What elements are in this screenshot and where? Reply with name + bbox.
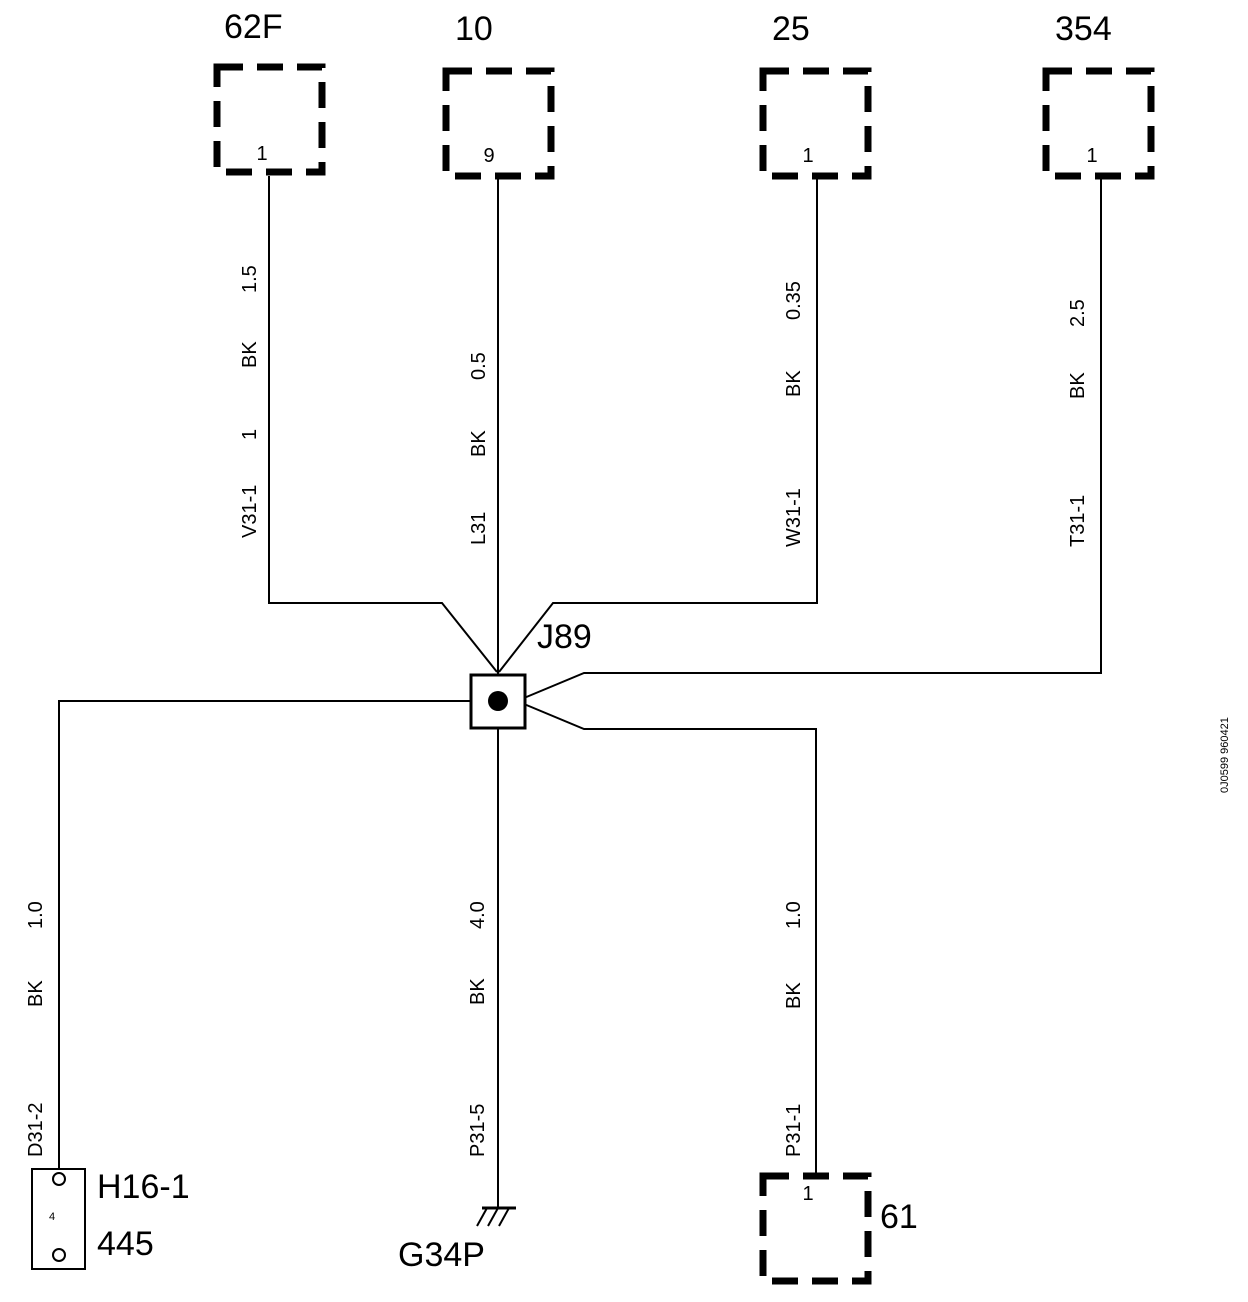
- wire-w31-labels: W31-1 BK 0.35: [783, 281, 805, 547]
- wire-w31-gauge: 0.35: [783, 281, 805, 320]
- wire-w31-color: BK: [783, 370, 805, 397]
- component-h16-name: H16-1: [97, 1168, 190, 1206]
- ground-hatch-2: [487, 1207, 499, 1227]
- connector-62f-pin: 1: [256, 143, 267, 165]
- wire-w31-line: [498, 178, 818, 673]
- wire-p315-circuit: P31-5: [467, 1104, 489, 1157]
- connector-62f[interactable]: 62F 1: [213, 8, 326, 176]
- wire-d31[interactable]: [58, 700, 470, 1172]
- wire-d31-color: BK: [25, 980, 47, 1007]
- splice-j89[interactable]: J89: [469, 618, 592, 730]
- connector-354-label: 354: [1055, 10, 1112, 48]
- splice-j89-label: J89: [537, 618, 592, 656]
- wire-p311-gauge: 1.0: [783, 901, 805, 929]
- wire-t31-color: BK: [1067, 372, 1089, 399]
- connector-25[interactable]: 25 1: [759, 10, 872, 180]
- figure-id: 0J0599 960421: [1219, 717, 1231, 793]
- wire-p315-gauge: 4.0: [467, 901, 489, 929]
- component-h16-terminal-top: [52, 1172, 66, 1186]
- wire-t31-gauge: 2.5: [1067, 299, 1089, 327]
- ground-g34p-label: G34P: [398, 1236, 485, 1274]
- ground-g34p[interactable]: G34P: [398, 1206, 516, 1274]
- wire-l31-labels: L31 BK 0.5: [468, 352, 490, 545]
- ground-hatch-3: [498, 1207, 510, 1227]
- wire-p311[interactable]: [523, 703, 817, 1176]
- connector-25-pin: 1: [802, 145, 813, 167]
- connector-354-box: [1042, 67, 1155, 180]
- wire-d31-labels: D31-2 BK 1.0: [25, 901, 47, 1157]
- connector-10-label: 10: [455, 10, 493, 48]
- component-h16-number: 445: [97, 1225, 154, 1263]
- wire-p311-circuit: P31-1: [783, 1104, 805, 1157]
- wire-p311-labels: P31-1 BK 1.0: [783, 901, 805, 1157]
- wire-v31-pin: 1: [239, 429, 261, 440]
- wire-d31-gauge: 1.0: [25, 901, 47, 929]
- wire-p315-color: BK: [467, 978, 489, 1005]
- wire-v31-line: [268, 176, 498, 673]
- connector-61-box: [759, 1172, 872, 1285]
- component-h16[interactable]: 4 H16-1 445: [31, 1168, 190, 1270]
- wire-v31-circuit: V31-1: [239, 485, 261, 538]
- connector-61-pin: 1: [802, 1183, 813, 1205]
- wire-w31[interactable]: [498, 178, 818, 673]
- connector-62f-label: 62F: [224, 8, 283, 46]
- component-h16-terminal-bottom: [52, 1248, 66, 1262]
- wire-l31-circuit: L31: [468, 512, 490, 545]
- connector-354-pin: 1: [1086, 145, 1097, 167]
- wire-t31-line: [523, 178, 1102, 699]
- connector-10-pin: 9: [483, 145, 494, 167]
- wire-p311-color: BK: [783, 982, 805, 1009]
- connector-25-box: [759, 67, 872, 180]
- wire-v31-labels: V31-1 1 BK 1.5: [239, 265, 261, 538]
- wire-p311-line: [523, 703, 817, 1176]
- connector-25-label: 25: [772, 10, 810, 48]
- wire-t31-labels: T31-1 BK 2.5: [1067, 299, 1089, 547]
- wire-d31-circuit: D31-2: [25, 1103, 47, 1157]
- wire-t31[interactable]: [523, 178, 1102, 699]
- ground-hatch-1: [476, 1207, 488, 1227]
- wire-l31-gauge: 0.5: [468, 352, 490, 380]
- wire-d31-line: [58, 700, 470, 1172]
- connector-62f-box: [213, 63, 326, 176]
- wire-t31-circuit: T31-1: [1067, 495, 1089, 547]
- component-h16-pin: 4: [49, 1211, 55, 1223]
- connector-354[interactable]: 354 1: [1042, 10, 1155, 180]
- connector-10[interactable]: 10 9: [442, 10, 555, 180]
- splice-j89-dot: [488, 691, 508, 711]
- wire-l31-color: BK: [468, 430, 490, 457]
- connector-61-label: 61: [880, 1198, 918, 1236]
- wire-v31[interactable]: [268, 176, 498, 673]
- figure-id-text: 0J0599 960421: [1219, 717, 1231, 793]
- connector-61[interactable]: 1 61: [759, 1172, 918, 1285]
- wire-w31-circuit: W31-1: [783, 488, 805, 547]
- wire-v31-color: BK: [239, 341, 261, 368]
- wire-v31-gauge: 1.5: [239, 265, 261, 293]
- connector-10-box: [442, 67, 555, 180]
- wire-p315-labels: P31-5 BK 4.0: [467, 901, 489, 1157]
